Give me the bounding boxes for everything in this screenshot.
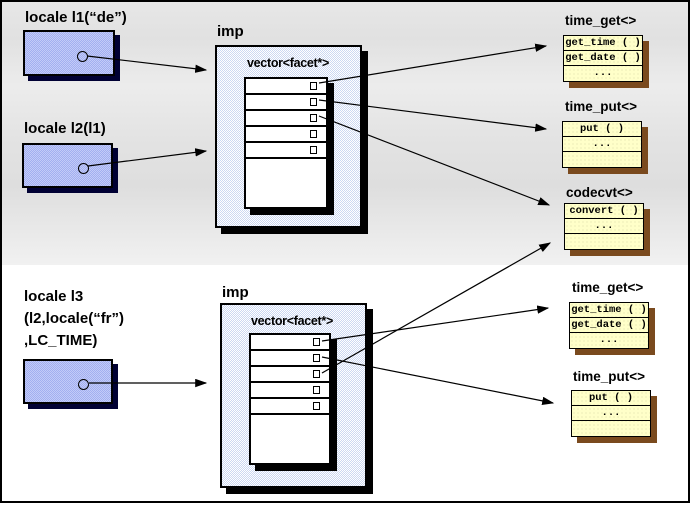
locale-l2-imp-port-icon xyxy=(78,163,89,174)
facet-method xyxy=(563,152,641,167)
facet-time-get-2-title: time_get<> xyxy=(572,280,644,295)
facet-method xyxy=(565,234,643,249)
facet-pointer-icon xyxy=(313,370,320,378)
locale-l1-label: locale l1(“de”) xyxy=(25,9,127,26)
locale-l2-label: locale l2(l1) xyxy=(24,120,106,137)
imp1-facet-slot xyxy=(246,79,326,95)
imp2-facet-slot xyxy=(251,351,329,367)
facet-method: get_date ( ) xyxy=(564,52,642,66)
locale-l1-imp-port-icon xyxy=(77,51,88,62)
facet-method: convert ( ) xyxy=(565,204,643,219)
facet-pointer-icon xyxy=(310,130,317,138)
imp2-label: imp xyxy=(222,284,249,301)
imp2-vector-box xyxy=(249,333,331,465)
facet-pointer-icon xyxy=(310,114,317,122)
locale-l3-label: locale l3 (l2,locale(“fr”) ,LC_TIME) xyxy=(24,288,125,349)
facet-time-put-1-box: put ( ) ... xyxy=(562,121,642,168)
facet-time-put-1-title: time_put<> xyxy=(565,99,638,114)
imp2-facet-slot xyxy=(251,335,329,351)
locale-l2-box xyxy=(22,143,113,188)
facet-method: get_time ( ) xyxy=(564,37,642,51)
facet-time-put-2-box: put ( ) ... xyxy=(571,390,651,437)
facet-method: ... xyxy=(563,137,641,152)
facet-pointer-icon xyxy=(313,386,320,394)
facet-method: put ( ) xyxy=(572,391,650,406)
imp1-label: imp xyxy=(217,23,244,40)
facet-method xyxy=(572,421,650,436)
facet-method: put ( ) xyxy=(563,122,641,137)
facet-method: ... xyxy=(599,334,619,346)
imp2-vector-label: vector<facet*> xyxy=(251,314,333,328)
facet-pointer-icon xyxy=(313,402,320,410)
facet-time-get-1-title: time_get<> xyxy=(565,13,637,28)
imp1-facet-slot xyxy=(246,143,326,159)
imp1-vector-box xyxy=(244,77,328,209)
locale-l1-box xyxy=(23,30,115,76)
locale-l3-imp-port-icon xyxy=(78,379,89,390)
facet-time-put-2-title: time_put<> xyxy=(573,369,646,384)
imp2-facet-slot xyxy=(251,399,329,415)
facet-time-get-2-box: get_time ( ) get_date ( ) ... xyxy=(569,302,649,349)
facet-method: ... xyxy=(572,406,650,421)
imp1-facet-slot xyxy=(246,95,326,111)
facet-codecvt-box: convert ( ) ... xyxy=(564,203,644,250)
facet-codecvt-title: codecvt<> xyxy=(566,185,633,200)
facet-pointer-icon xyxy=(313,338,320,346)
facet-pointer-icon xyxy=(310,82,317,90)
facet-pointer-icon xyxy=(310,146,317,154)
facet-pointer-icon xyxy=(313,354,320,362)
imp1-facet-slot xyxy=(246,111,326,127)
locale-l3-box xyxy=(23,359,113,404)
imp1-vector-label: vector<facet*> xyxy=(247,56,329,70)
imp1-facet-slot xyxy=(246,127,326,143)
facet-method: ... xyxy=(565,219,643,234)
facet-method: get_time ( ) xyxy=(570,304,648,318)
imp2-facet-slot xyxy=(251,383,329,399)
facet-method: ... xyxy=(593,67,613,79)
imp2-facet-slot xyxy=(251,367,329,383)
facet-time-get-1-box: get_time ( ) get_date ( ) ... xyxy=(563,35,643,82)
facet-pointer-icon xyxy=(310,98,317,106)
facet-method: get_date ( ) xyxy=(570,319,648,333)
